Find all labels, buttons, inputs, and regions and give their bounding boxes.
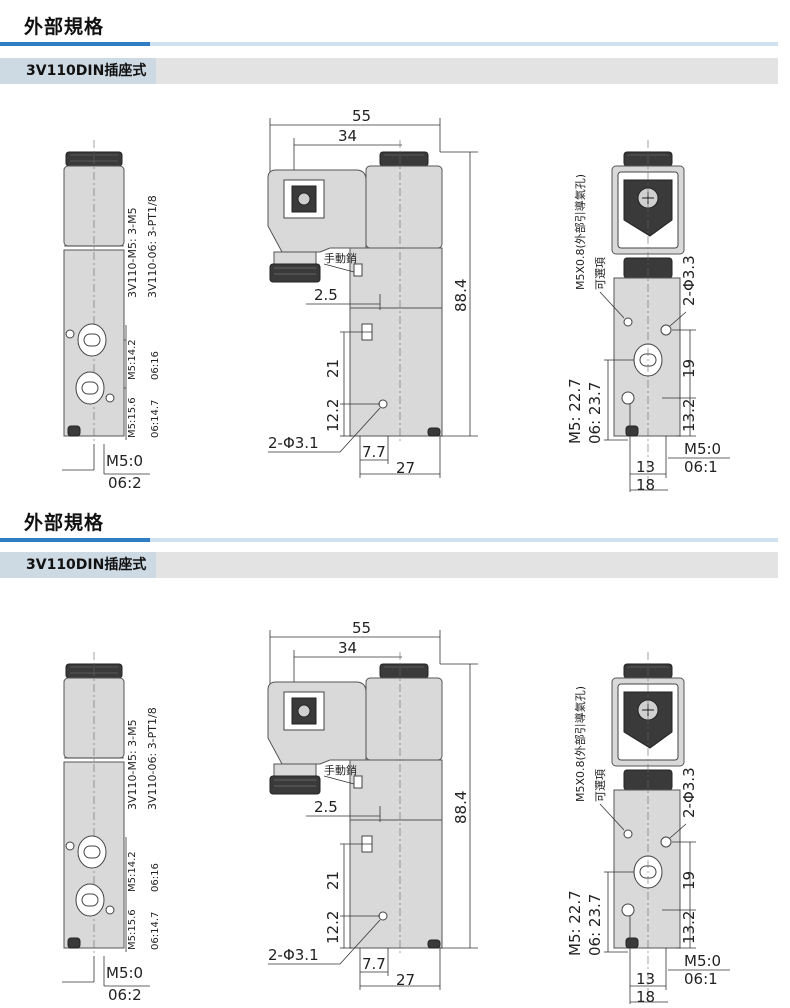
height-total: 88.4: [452, 279, 470, 312]
manual-pin-label: 手動銷: [324, 251, 357, 265]
pitch-2: 12.2: [324, 399, 342, 432]
port-upper: [77, 835, 107, 869]
port-lower: [75, 883, 105, 917]
bottom-06-end: 06:1: [684, 458, 718, 476]
exhaust-note: M5X0.8(外部引導氣孔): [573, 174, 587, 290]
port-lower-06: 06:14.7: [150, 912, 161, 950]
pitch-1: 21: [324, 359, 342, 378]
port-lower-m5: M5:15.6: [127, 909, 138, 950]
section-subtitle: 3V110DIN插座式: [0, 552, 157, 578]
body-upper: [349, 759, 443, 821]
bottom-small: 7.7: [362, 955, 386, 973]
pitch-19: 19: [680, 359, 698, 378]
holes: 2-Φ3.1: [268, 434, 319, 452]
manual-pin-label: 手動銷: [324, 763, 357, 777]
bottom-m5: M5:0: [106, 964, 143, 982]
holes-end: 2-Φ3.3: [680, 767, 698, 818]
optional-label: 可選項: [594, 257, 607, 290]
bottom-m5: M5:0: [106, 452, 143, 470]
port-upper-m5: M5:14.2: [127, 339, 138, 380]
height-total: 88.4: [452, 791, 470, 824]
width-total: 55: [352, 619, 371, 637]
offset-small: 2.5: [314, 798, 338, 816]
model-line-2: 3V110-06: 3-PT1/8: [146, 707, 159, 810]
width-13: 13: [636, 970, 655, 988]
width-coil: 34: [338, 639, 357, 657]
port-lower-m5: M5:15.6: [127, 397, 138, 438]
width-total: 55: [352, 107, 371, 125]
width-coil: 34: [338, 127, 357, 145]
model-line-1: 3V110-M5: 3-M5: [126, 207, 139, 298]
port-upper-06: 06:16: [150, 351, 161, 380]
end-view: M5X0.8(外部引導氣孔) 可選項 2-Φ3.3 M5: 22.7 06: 2…: [566, 140, 730, 494]
section-title: 外部規格: [24, 16, 105, 38]
holes-end: 2-Φ3.3: [680, 255, 698, 306]
coil-body: [365, 677, 443, 761]
drawing-1: 3V110-M5: 3-M5 3V110-06: 3-PT1/8 M5:14.2…: [62, 107, 730, 494]
spec-section-2: 外部規格 3V110DIN插座式 3V110-M5: 3-M5: [0, 504, 790, 1008]
offset-small: 2.5: [314, 286, 338, 304]
holes: 2-Φ3.1: [268, 946, 319, 964]
side-view: 3V110-M5: 3-M5 3V110-06: 3-PT1/8 M5:14.2…: [62, 140, 161, 492]
section-title: 外部規格: [24, 512, 105, 534]
pitch-19: 19: [680, 871, 698, 890]
port-06: 06: 23.7: [586, 382, 604, 444]
drawing-2: 3V110-M5: 3-M5 3V110-06: 3-PT1/8 M5:14.2…: [62, 619, 730, 1006]
coil-body: [365, 165, 443, 249]
pitch-13-2: 13.2: [680, 911, 698, 944]
side-view: 3V110-M5: 3-M5 3V110-06: 3-PT1/8 M5:14.2…: [62, 652, 161, 1004]
section-rule: [0, 538, 778, 542]
port-lower: [75, 371, 105, 405]
optional-label: 可選項: [594, 769, 607, 802]
port-m5: M5: 22.7: [566, 378, 584, 444]
bottom-m5-end: M5:0: [684, 440, 721, 458]
port-upper-m5: M5:14.2: [127, 851, 138, 892]
valve-body: [613, 789, 681, 949]
spec-section-1: 外部規格 3V110DIN插座式 3V1: [0, 0, 790, 500]
exhaust-note: M5X0.8(外部引導氣孔): [573, 686, 587, 802]
section-rule: [0, 42, 778, 46]
pitch-13-2: 13.2: [680, 399, 698, 432]
end-view: M5X0.8(外部引導氣孔) 可選項 2-Φ3.3 M5: 22.7 06: 2…: [566, 652, 730, 1006]
bottom-06: 06:2: [108, 474, 142, 492]
bottom-m5-end: M5:0: [684, 952, 721, 970]
bottom-width: 27: [396, 971, 415, 989]
pitch-2: 12.2: [324, 911, 342, 944]
port-upper: [77, 323, 107, 357]
model-line-2: 3V110-06: 3-PT1/8: [146, 195, 159, 298]
port-m5: M5: 22.7: [566, 890, 584, 956]
front-view: 55 34 88.4 手動銷: [267, 107, 478, 478]
bottom-06: 06:2: [108, 986, 142, 1004]
subtitle-band: 3V110DIN插座式: [0, 58, 778, 84]
bottom-width: 27: [396, 459, 415, 477]
width-13: 13: [636, 458, 655, 476]
front-view: 55 34 88.4 手動銷: [267, 619, 478, 990]
body-upper: [349, 247, 443, 309]
pitch-1: 21: [324, 871, 342, 890]
subtitle-band: 3V110DIN插座式: [0, 552, 778, 578]
port-06: 06: 23.7: [586, 894, 604, 956]
width-18: 18: [636, 476, 655, 494]
bottom-06-end: 06:1: [684, 970, 718, 988]
port-upper-06: 06:16: [150, 863, 161, 892]
model-line-1: 3V110-M5: 3-M5: [126, 719, 139, 810]
section-subtitle: 3V110DIN插座式: [0, 58, 157, 84]
bottom-small: 7.7: [362, 443, 386, 461]
port-lower-06: 06:14.7: [150, 400, 161, 438]
width-18: 18: [636, 988, 655, 1006]
